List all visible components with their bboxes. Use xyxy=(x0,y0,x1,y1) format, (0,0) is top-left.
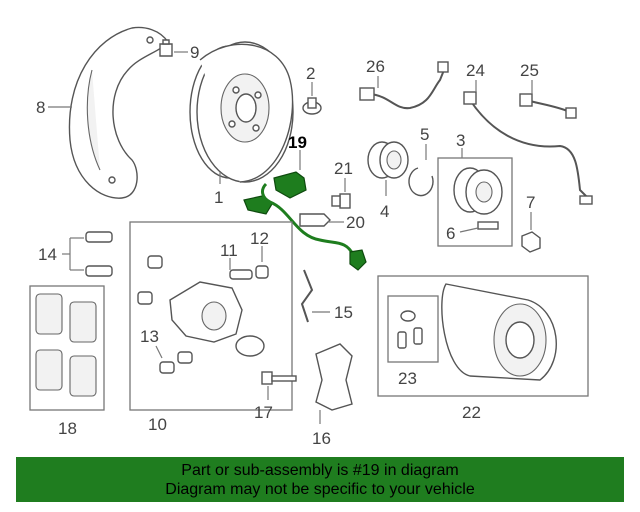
info-banner: Part or sub-assembly is #19 in diagram D… xyxy=(16,457,624,502)
callout-23: 23 xyxy=(398,369,417,388)
box-part-18 xyxy=(29,285,105,411)
box-part-10 xyxy=(129,221,293,411)
callout-21: 21 xyxy=(334,159,353,178)
part-24-sensor-harness[interactable] xyxy=(463,91,593,205)
banner-line-1: Part or sub-assembly is #19 in diagram xyxy=(181,462,459,479)
callout-25: 25 xyxy=(520,61,539,80)
callout-5: 5 xyxy=(420,125,429,144)
callout-13: 13 xyxy=(140,327,159,346)
callout-20: 20 xyxy=(346,213,365,232)
callout-26: 26 xyxy=(366,57,385,76)
callout-3: 3 xyxy=(456,131,465,150)
part-15-clip[interactable] xyxy=(300,269,314,323)
part-21-bolt[interactable] xyxy=(331,193,351,209)
part-1-brake-rotor[interactable] xyxy=(189,41,294,183)
part-23-seal-kit[interactable] xyxy=(397,310,423,349)
callout-11: 11 xyxy=(220,241,238,260)
callout-12: 12 xyxy=(250,229,269,248)
callout-9: 9 xyxy=(190,43,199,62)
part-18-brake-pads[interactable] xyxy=(35,293,97,397)
callout-18: 18 xyxy=(58,419,77,438)
part-3-hub[interactable] xyxy=(453,167,503,215)
callout-17: 17 xyxy=(254,403,273,422)
part-25-sensor[interactable] xyxy=(519,93,577,119)
part-16-caliper-carrier[interactable] xyxy=(315,343,353,411)
box-part-23 xyxy=(387,295,439,363)
part-19-sensor-harness[interactable] xyxy=(243,171,367,271)
part-26-speed-sensor[interactable] xyxy=(359,61,449,110)
box-part-3 xyxy=(437,157,513,247)
part-6-stud[interactable] xyxy=(477,221,499,230)
part-20-bracket[interactable] xyxy=(299,213,331,227)
part-22-actuator[interactable] xyxy=(441,283,557,381)
callout-7: 7 xyxy=(526,193,535,212)
part-5-snap-ring[interactable] xyxy=(408,167,434,197)
callout-14: 14 xyxy=(38,245,57,264)
part-10-caliper[interactable] xyxy=(137,255,269,374)
callout-10: 10 xyxy=(148,415,167,434)
banner-line-2: Diagram may not be specific to your vehi… xyxy=(165,481,475,498)
callout-2: 2 xyxy=(306,64,315,83)
part-17-bolt[interactable] xyxy=(261,371,297,385)
part-7-nut[interactable] xyxy=(521,231,541,253)
callout-6: 6 xyxy=(446,224,455,243)
part-8-splash-shield[interactable] xyxy=(68,26,169,199)
callout-4: 4 xyxy=(380,202,389,221)
box-part-22 xyxy=(377,275,589,397)
part-14-guide-pins[interactable] xyxy=(85,231,113,277)
part-9-bolt[interactable] xyxy=(159,39,173,57)
callout-22: 22 xyxy=(462,403,481,422)
part-4-bearing[interactable] xyxy=(367,141,409,179)
callout-24: 24 xyxy=(466,61,485,80)
callout-15: 15 xyxy=(334,303,353,322)
callout-16: 16 xyxy=(312,429,331,448)
callout-1: 1 xyxy=(214,188,223,207)
callout-19: 19 xyxy=(288,133,307,152)
part-2-screw[interactable] xyxy=(302,97,322,115)
callout-8: 8 xyxy=(36,98,45,117)
